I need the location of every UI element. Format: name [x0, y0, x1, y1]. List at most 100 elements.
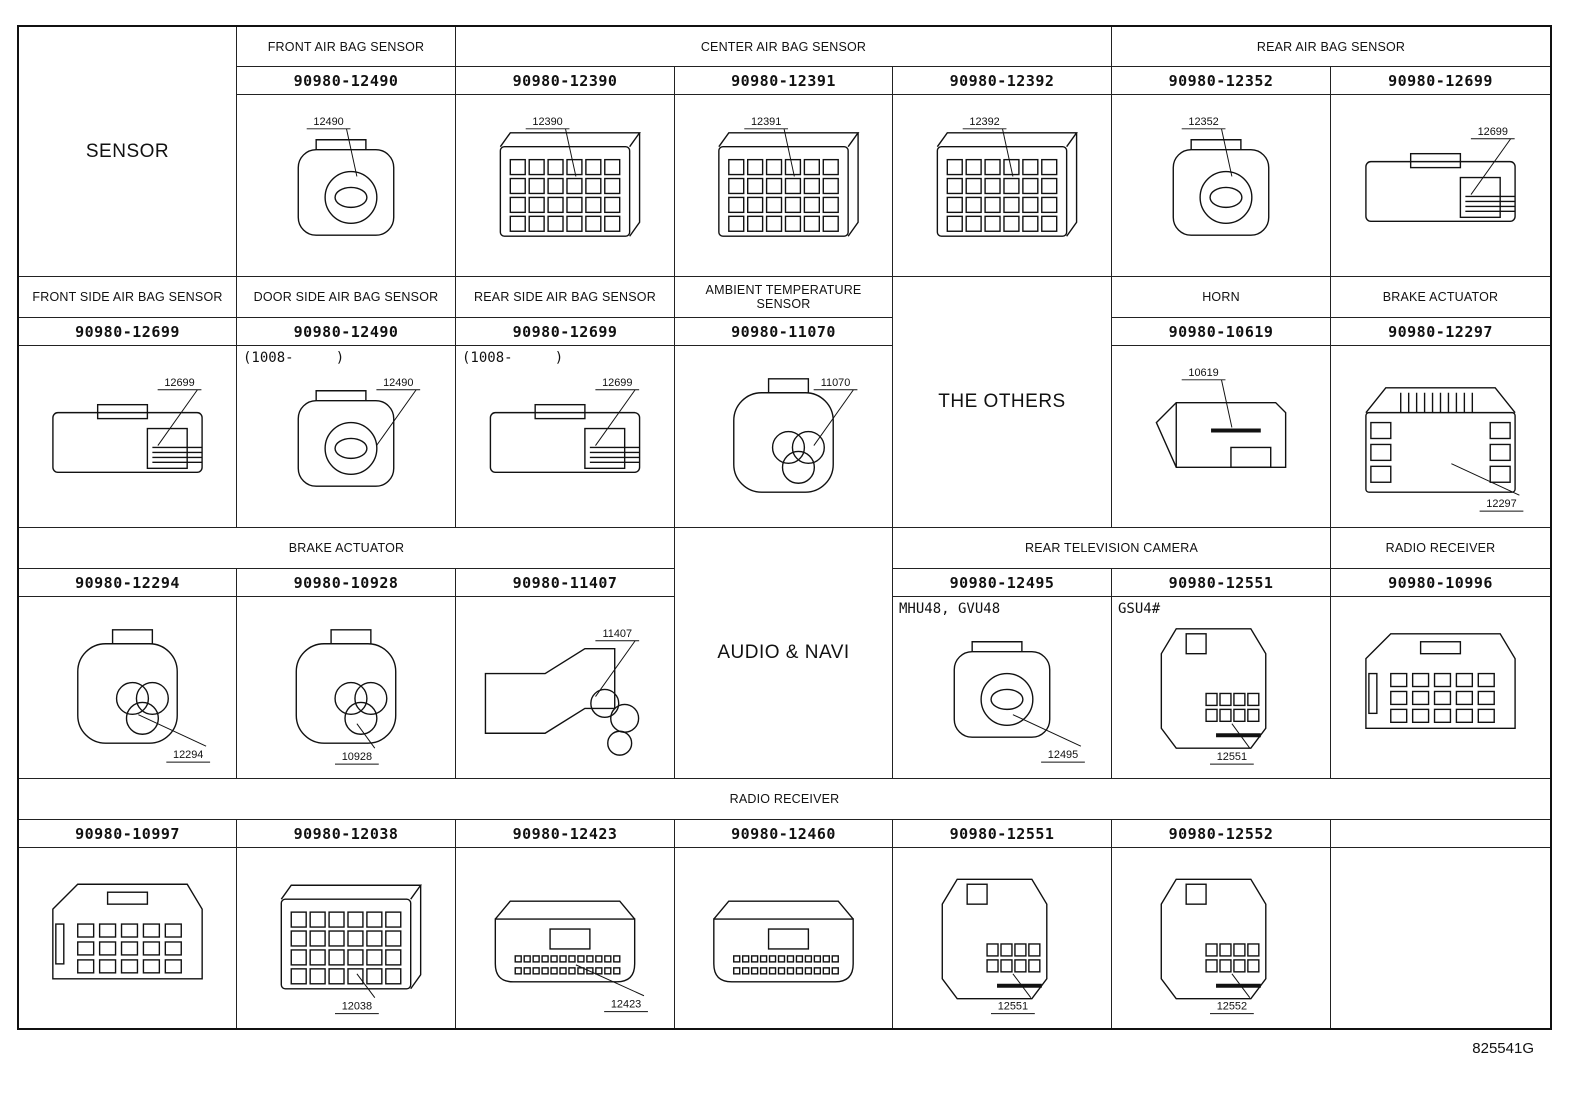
header-front-side-air-bag-sensor: FRONT SIDE AIR BAG SENSOR: [19, 277, 237, 318]
part-callout-label: 12551: [1217, 751, 1247, 763]
part-callout-label: 12551: [998, 1001, 1028, 1013]
connector-drawing: 10928: [295, 629, 397, 765]
callout-leader-line: [1470, 138, 1512, 195]
header-front-air-bag-sensor: FRONT AIR BAG SENSOR: [237, 27, 456, 67]
callout-leader-line: [376, 389, 417, 446]
part-callout-label: 12423: [611, 999, 641, 1011]
callout-leader-line: [157, 389, 198, 446]
connector-drawing: 11070: [733, 377, 858, 493]
connector-11407: 11407: [456, 597, 675, 779]
part-number: 90980-12460: [675, 820, 893, 848]
connector-drawing: 12352: [1172, 116, 1270, 236]
part-callout-label: 12699: [1478, 126, 1508, 138]
connector-11070: 11070: [675, 346, 893, 528]
part-callout-label: 12552: [1217, 1001, 1247, 1013]
header-horn: HORN: [1112, 277, 1331, 318]
part-number: 90980-10619: [1112, 318, 1331, 346]
callout-leader-line: [1451, 463, 1520, 496]
connector-12490: 12490 (1008- ): [237, 346, 456, 528]
callout-leader-line: [595, 389, 636, 446]
connector-12490: 12490: [237, 95, 456, 277]
part-callout-label: 12038: [342, 1001, 372, 1013]
connector-drawing: 12490: [297, 116, 395, 236]
connector-12699: 12699: [1331, 95, 1550, 277]
connector-drawing: 12552: [1160, 878, 1267, 1015]
part-number: 90980-10928: [237, 569, 456, 597]
part-number: 90980-12551: [893, 820, 1112, 848]
part-number: 90980-12490: [237, 67, 456, 95]
connector-drawing: 12699: [489, 377, 641, 473]
part-callout-label: 12294: [173, 749, 203, 761]
callout-leader-line: [1231, 723, 1251, 749]
callout-leader-line: [1012, 973, 1032, 999]
applicability-note: GSU4#: [1118, 601, 1161, 617]
part-callout-label: 11407: [602, 628, 632, 640]
part-number: 90980-12495: [893, 569, 1112, 597]
connector-drawing: 10619: [1155, 367, 1287, 469]
callout-leader-line: [1012, 714, 1082, 747]
connector-drawing: [52, 883, 203, 980]
connector-12495: 12495 MHU48, GVU48: [893, 597, 1112, 779]
part-callout-label: 12391: [751, 116, 781, 128]
connector-drawing: 12551: [1160, 628, 1267, 765]
connector-12551: 12551 GSU4#: [1112, 597, 1331, 779]
part-number: 90980-10997: [19, 820, 237, 848]
part-callout-label: 10928: [342, 751, 372, 763]
applicability-note: (1008- ): [243, 350, 345, 366]
section-audio-navi: AUDIO & NAVI: [675, 528, 893, 779]
connector-12391: 12391: [675, 95, 893, 277]
part-number: 90980-12294: [19, 569, 237, 597]
connector-10619: 10619: [1112, 346, 1331, 528]
connector-drawing: 12391: [718, 116, 860, 237]
section-the-others: THE OTHERS: [893, 277, 1112, 528]
applicability-note: MHU48, GVU48: [899, 601, 1001, 617]
part-number: 90980-12699: [19, 318, 237, 346]
part-number: 90980-12423: [456, 820, 675, 848]
part-number: 90980-12699: [1331, 67, 1550, 95]
connector-drawing: [713, 900, 854, 983]
callout-leader-line: [783, 128, 795, 177]
connector-12699: 12699(1008- ): [456, 346, 675, 528]
part-callout-label: 12490: [383, 377, 413, 389]
connector-12038: 12038: [237, 848, 456, 1028]
part-number: 90980-12391: [675, 67, 893, 95]
connector-drawing: [1365, 633, 1516, 729]
connector-drawing: 12490: [297, 377, 421, 487]
connector-12552: 12552: [1112, 848, 1331, 1028]
part-number: 90980-12392: [893, 67, 1112, 95]
connector-12551: 12551: [893, 848, 1112, 1028]
connector-10996: [1331, 597, 1550, 779]
part-callout-label: 12390: [532, 116, 562, 128]
connector-12294: 12294: [19, 597, 237, 779]
part-number: 90980-12551: [1112, 569, 1331, 597]
connector-drawing: 12423: [494, 900, 648, 1013]
connector-10997: [19, 848, 237, 1028]
part-number: 90980-11070: [675, 318, 893, 346]
header-rear-side-air-bag-sensor: REAR SIDE AIR BAG SENSOR: [456, 277, 675, 318]
header-radio-receiver: RADIO RECEIVER: [1331, 528, 1550, 569]
part-callout-label: 12352: [1188, 116, 1218, 128]
connector-drawing: 12495: [953, 641, 1085, 763]
part-number: 90980-12552: [1112, 820, 1331, 848]
connector-drawing: 12294: [77, 629, 211, 763]
callout-leader-line: [356, 973, 376, 999]
part-callout-label: 12297: [1486, 498, 1516, 510]
callout-leader-line: [564, 128, 577, 177]
callout-leader-line: [575, 964, 645, 997]
header-radio-receiver: RADIO RECEIVER: [19, 779, 1550, 820]
part-callout-label: 12490: [313, 116, 343, 128]
connector-12297: 12297: [1331, 346, 1550, 528]
header-door-side-air-bag-sensor: DOOR SIDE AIR BAG SENSOR: [237, 277, 456, 318]
header-rear-air-bag-sensor: REAR AIR BAG SENSOR: [1112, 27, 1550, 67]
header-brake-actuator: BRAKE ACTUATOR: [1331, 277, 1550, 318]
callout-leader-line: [356, 723, 376, 749]
callout-leader-line: [345, 128, 358, 177]
connector-12390: 12390: [456, 95, 675, 277]
part-number: 90980-12038: [237, 820, 456, 848]
connector-drawing: 12038: [280, 884, 423, 1015]
part-callout-label: 11070: [821, 377, 851, 389]
connector-12352: 12352: [1112, 95, 1331, 277]
callout-leader-line: [813, 389, 854, 446]
part-callout-label: 12699: [602, 377, 632, 389]
